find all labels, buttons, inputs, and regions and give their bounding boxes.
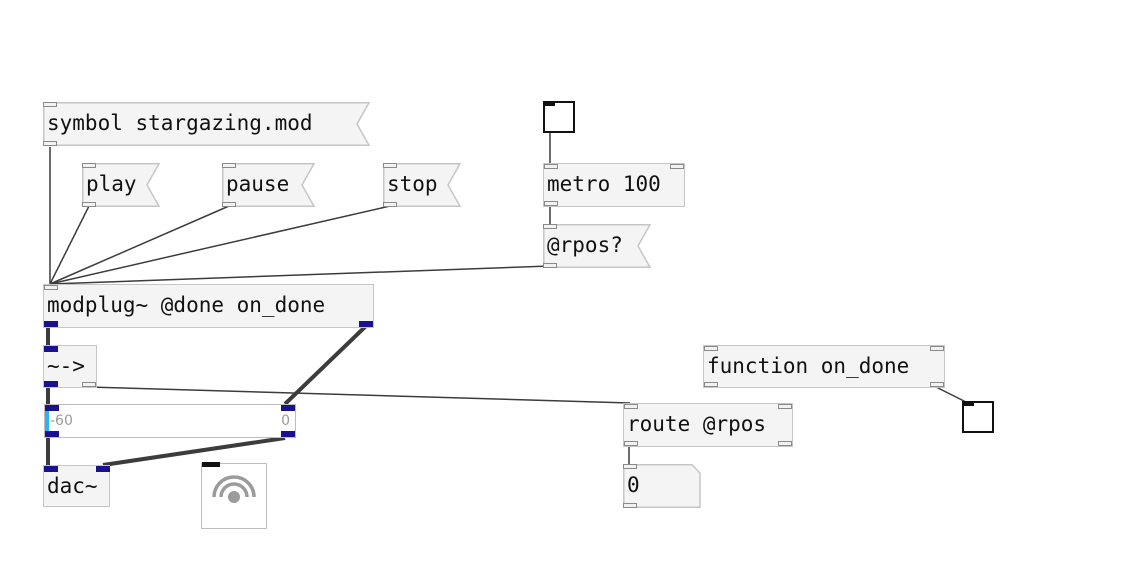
signal-outlet[interactable] — [44, 381, 58, 387]
number-box-shape — [623, 464, 701, 508]
signal-inlet[interactable] — [45, 405, 59, 411]
inlet[interactable] — [43, 102, 57, 107]
float-number-box[interactable]: 0 — [623, 464, 701, 508]
outlet[interactable] — [82, 382, 96, 387]
message-label: pause — [226, 172, 290, 196]
signal-inlet[interactable] — [96, 466, 110, 472]
message-label: play — [86, 172, 137, 196]
object-label: function on_done — [707, 354, 910, 378]
inlet[interactable] — [383, 163, 397, 168]
inlet[interactable] — [544, 164, 558, 169]
object-label: dac~ — [47, 474, 98, 498]
inlet[interactable] — [624, 404, 638, 409]
message-box-shape — [43, 102, 371, 146]
message-box-shape — [383, 163, 462, 207]
outlet[interactable] — [623, 503, 637, 508]
toggle-icon[interactable] — [962, 401, 994, 433]
outlet[interactable] — [543, 263, 557, 268]
inlet[interactable] — [222, 163, 236, 168]
inlet[interactable] — [44, 285, 58, 290]
inlet[interactable] — [623, 464, 637, 469]
message-pause[interactable]: pause — [222, 163, 316, 207]
object-route[interactable]: route @rpos — [623, 403, 793, 447]
object-label: modplug~ @done on_done — [47, 293, 326, 317]
object-modplug[interactable]: modplug~ @done on_done — [43, 284, 374, 328]
object-function-on-done[interactable]: function on_done — [703, 345, 945, 388]
outlet[interactable] — [704, 382, 718, 387]
number-value: 0 — [627, 473, 640, 497]
outlet[interactable] — [778, 441, 792, 446]
object-label: ~-> — [47, 354, 85, 378]
signal-outlet[interactable] — [359, 321, 373, 327]
inlet[interactable] — [670, 164, 684, 169]
object-label: route @rpos — [627, 412, 767, 436]
signal-inlet[interactable] — [44, 346, 58, 352]
toggle-inlet[interactable] — [545, 103, 555, 106]
message-label: @rpos? — [547, 233, 623, 257]
inlet[interactable] — [543, 224, 557, 229]
message-box-shape — [222, 163, 316, 207]
outlet[interactable] — [82, 202, 96, 207]
speaker-glyph — [212, 475, 256, 503]
signal-outlet[interactable] — [45, 431, 59, 437]
outlet[interactable] — [43, 141, 57, 146]
dsp-inlet[interactable] — [202, 462, 220, 467]
message-symbol-stargazing[interactable]: symbol stargazing.mod — [43, 102, 371, 146]
inlet[interactable] — [82, 163, 96, 168]
outlet[interactable] — [930, 382, 944, 387]
message-box-shape — [543, 224, 652, 268]
dsp-speaker-icon[interactable] — [201, 462, 267, 529]
message-play[interactable]: play — [82, 163, 161, 207]
object-label: metro 100 — [547, 172, 661, 196]
message-label: symbol stargazing.mod — [47, 111, 313, 135]
slider-handle[interactable] — [45, 405, 49, 437]
signal-inlet[interactable] — [44, 466, 58, 472]
toggle-icon[interactable] — [543, 101, 575, 133]
signal-outlet[interactable] — [44, 321, 58, 327]
outlet[interactable] — [544, 201, 558, 206]
slider-min-label: -60 — [50, 413, 73, 429]
signal-outlet[interactable] — [281, 431, 295, 437]
inlet[interactable] — [778, 404, 792, 409]
outlet[interactable] — [383, 202, 397, 207]
outlet[interactable] — [222, 202, 236, 207]
object-dac[interactable]: dac~ — [43, 465, 110, 507]
toggle-inlet[interactable] — [964, 403, 974, 406]
gain-slider[interactable]: -60 0 — [44, 404, 296, 438]
message-label: stop — [387, 172, 438, 196]
object-metro[interactable]: metro 100 — [543, 163, 685, 207]
signal-inlet[interactable] — [281, 405, 295, 411]
inlet[interactable] — [930, 346, 944, 351]
message-rpos-query[interactable]: @rpos? — [543, 224, 652, 268]
object-tilde-arrow[interactable]: ~-> — [43, 345, 97, 388]
slider-max-label: 0 — [281, 413, 290, 429]
message-box-shape — [82, 163, 161, 207]
message-stop[interactable]: stop — [383, 163, 462, 207]
outlet[interactable] — [624, 441, 638, 446]
inlet[interactable] — [704, 346, 718, 351]
